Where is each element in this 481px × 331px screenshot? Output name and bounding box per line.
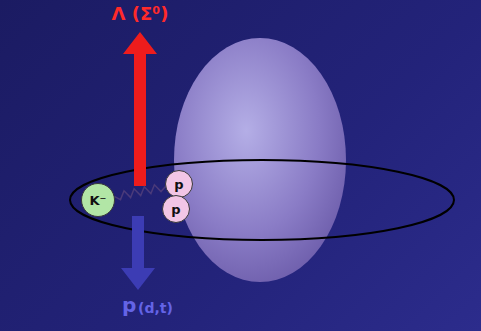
particle-label: p [174, 178, 183, 191]
proton-arrow [121, 216, 155, 290]
proton-circle: p [165, 170, 193, 198]
particle-name: p [122, 294, 136, 316]
particle-name: (d,t) [138, 301, 173, 316]
particle-label: K⁻ [90, 194, 107, 207]
spring-bond [115, 185, 166, 200]
particle-label: p [171, 203, 180, 216]
kaon-orbit [70, 160, 454, 240]
kaon-circle: K⁻ [81, 183, 115, 217]
particle-name: Λ (Σ⁰) [112, 4, 169, 24]
lambda-arrow [123, 32, 157, 186]
proton-circle: p [162, 195, 190, 223]
